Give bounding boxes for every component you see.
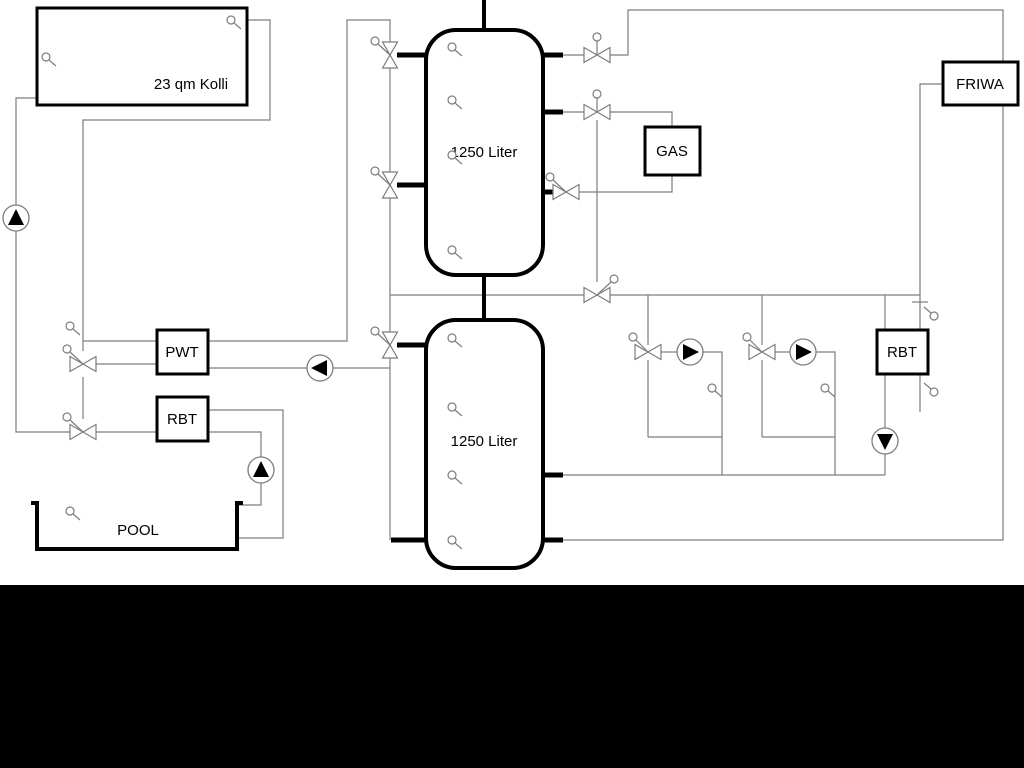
schematic-canvas: 23 qm Kolli 1250 Liter 1250 Liter GAS FR… <box>2 0 1020 570</box>
solar-collector-outline <box>35 6 249 107</box>
valve-heating-manifold-icon <box>583 274 619 304</box>
rbt-left-outline <box>155 395 210 443</box>
pwt-heat-exchanger-box: PWT <box>155 328 210 376</box>
bottom-black-band <box>0 585 1024 768</box>
buffer-tank-top-outline <box>424 28 545 277</box>
friwa-sensor-icon <box>923 306 939 321</box>
valve-pool-pwt-icon <box>62 344 97 373</box>
gas-boiler-label: GAS <box>656 143 688 160</box>
rbt-right-box: RBT <box>875 328 930 376</box>
circuit-sensor-icon <box>707 383 723 398</box>
rbt-left-box: RBT <box>155 395 210 443</box>
valve-tank-bottom-icon <box>370 326 399 359</box>
buffer-tank-top-label: 1250 Liter <box>451 144 518 161</box>
pool-tank: POOL <box>31 501 243 551</box>
pipework-thin <box>15 9 1004 541</box>
rbt-right-label: RBT <box>887 344 917 361</box>
pwt-outline <box>155 328 210 376</box>
diagram-area: 23 qm Kolli 1250 Liter 1250 Liter GAS FR… <box>0 0 1024 585</box>
friwa-station-outline <box>941 60 1020 107</box>
pipework-thick <box>391 0 563 543</box>
pump-circuit-2-icon <box>789 338 817 366</box>
rbt-right-outline <box>875 328 930 376</box>
friwa-sensor-icon <box>923 382 939 397</box>
buffer-tank-top: 1250 Liter <box>424 28 545 277</box>
buffer-tank-bottom: 1250 Liter <box>424 318 545 570</box>
pipe-sensor-icon <box>65 321 81 336</box>
pump-solar-icon <box>2 204 30 232</box>
pool-label: POOL <box>117 522 159 539</box>
gas-boiler-outline <box>643 125 702 177</box>
pump-circuit-1-icon <box>676 338 704 366</box>
pump-rbt-icon <box>871 427 899 455</box>
gas-boiler-box: GAS <box>643 125 702 177</box>
solar-collector-box: 23 qm Kolli <box>35 6 249 107</box>
valve-gas-return-icon <box>545 172 580 201</box>
friwa-station-label: FRIWA <box>956 76 1004 93</box>
friwa-station-box: FRIWA <box>941 60 1020 107</box>
circuit-sensor-icon <box>820 383 836 398</box>
pool-sensor-icon <box>65 506 81 521</box>
buffer-tank-bottom-label: 1250 Liter <box>451 433 518 450</box>
rbt-left-label: RBT <box>167 411 197 428</box>
valve-pool-rbt-icon <box>62 412 97 441</box>
buffer-tank-bottom-outline <box>424 318 545 570</box>
pump-pool-icon <box>247 456 275 484</box>
valve-gas-supply-icon <box>583 89 611 121</box>
valve-tank-top-mid-icon <box>370 166 399 199</box>
pwt-label: PWT <box>165 344 198 361</box>
valve-tank-friwa-icon <box>583 32 611 64</box>
valve-tank-top-upper-icon <box>370 36 399 69</box>
solar-collector-label: 23 qm Kolli <box>154 76 228 93</box>
pool-outline <box>31 501 243 551</box>
valve-circuit-2-icon <box>742 332 776 361</box>
pump-pwt-icon <box>306 354 334 382</box>
valve-circuit-1-icon <box>628 332 662 361</box>
